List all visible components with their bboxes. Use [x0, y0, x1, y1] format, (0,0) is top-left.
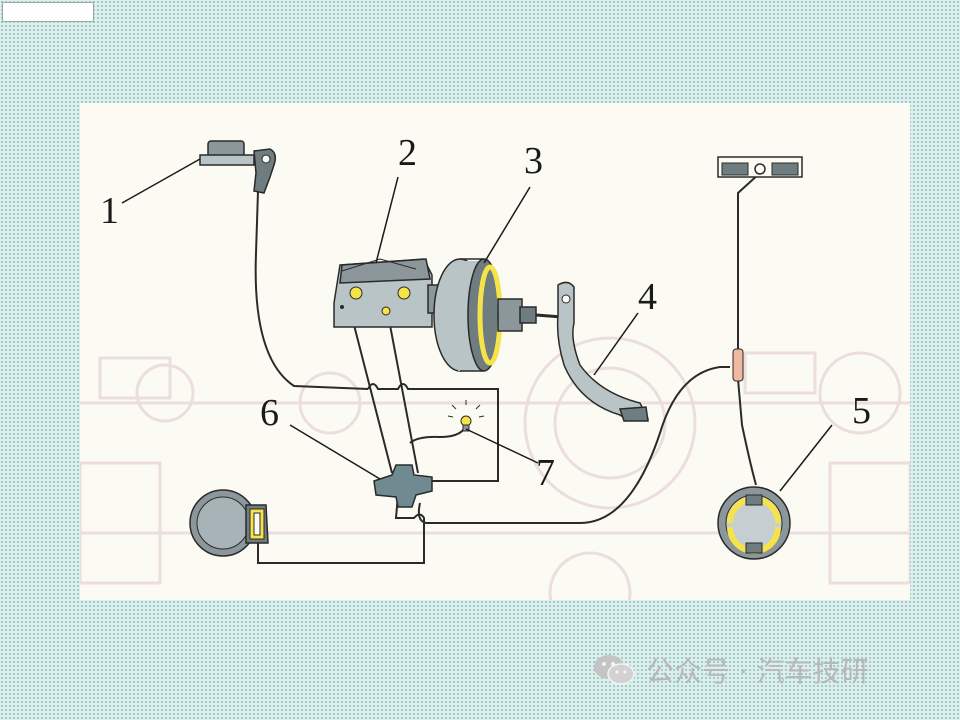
- top-left-box: [2, 2, 94, 22]
- brake-system-diagram: 1 2 3 4 5 6 7: [80, 132, 910, 600]
- leader-lines: [121, 158, 833, 492]
- rear-linkage: [717, 156, 803, 382]
- label-6: 6: [260, 392, 279, 434]
- watermark-text: 公众号 · 汽车技研: [646, 655, 869, 688]
- component-5-drum-brake: [717, 486, 791, 560]
- component-3-vacuum-booster: [433, 258, 563, 372]
- label-2: 2: [398, 132, 417, 174]
- label-7: 7: [536, 452, 555, 494]
- component-4-brake-pedal: [556, 281, 650, 422]
- faint-background-sketch: [80, 336, 910, 600]
- diagram-panel: 1 2 3 4 5 6 7: [80, 103, 910, 600]
- watermark: 公众号 · 汽车技研: [592, 652, 869, 688]
- label-5: 5: [852, 390, 871, 432]
- component-1-sensor: [199, 140, 277, 194]
- label-1: 1: [100, 190, 119, 232]
- wechat-icon: [594, 655, 635, 685]
- label-3: 3: [524, 140, 543, 182]
- component-6-valve: [373, 464, 433, 508]
- label-4: 4: [638, 276, 657, 318]
- left-wheel-brake: [189, 489, 269, 557]
- brake-lines: [254, 172, 761, 564]
- component-2-master-cylinder: [333, 258, 441, 328]
- component-7-warning-lamp: [447, 400, 485, 432]
